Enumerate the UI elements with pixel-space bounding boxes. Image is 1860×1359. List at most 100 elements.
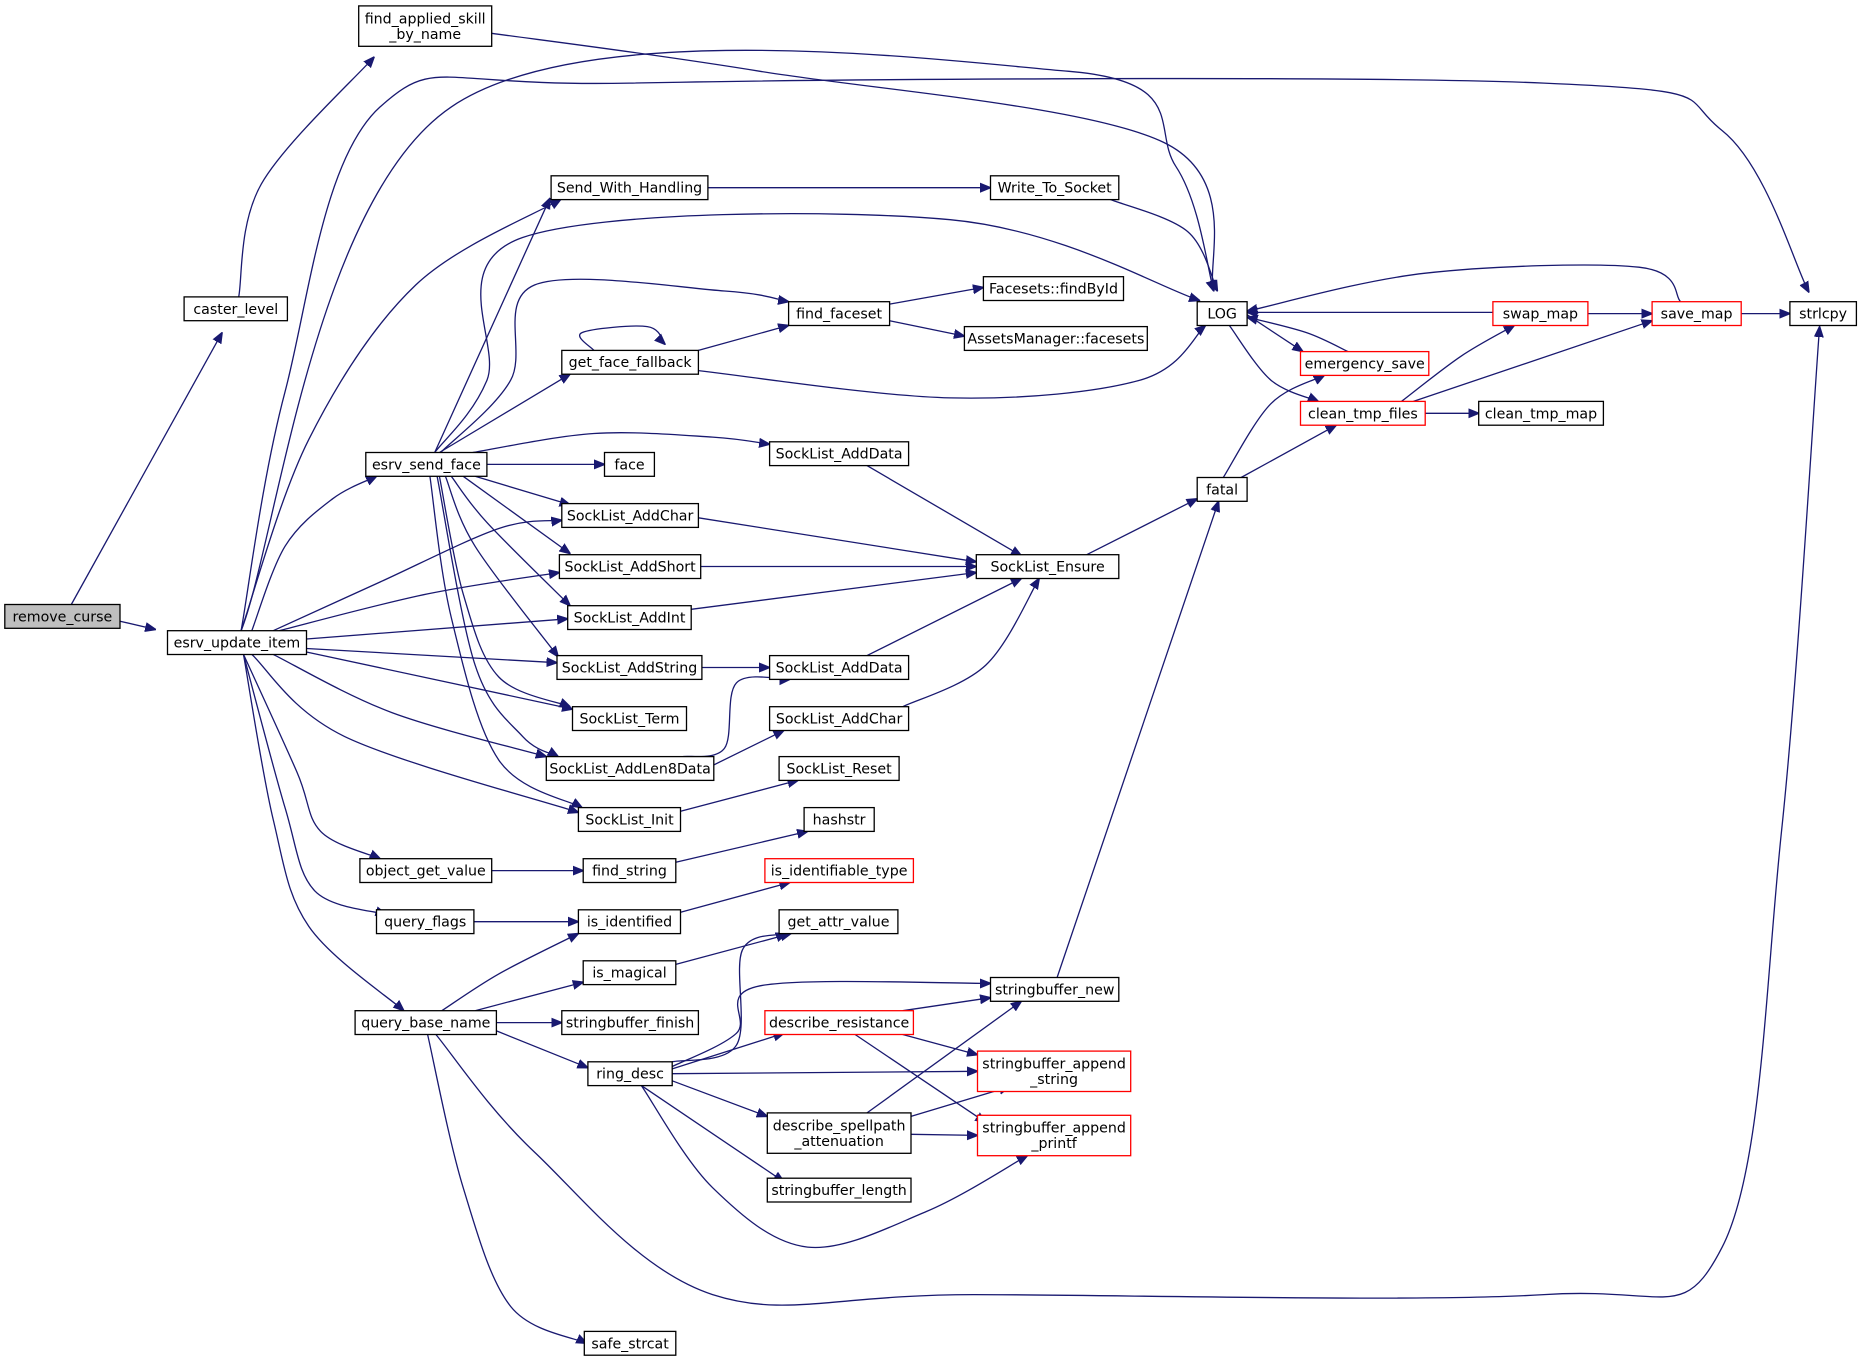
node-socklist-addlen8data[interactable]: SockList_AddLen8Data (545, 755, 715, 782)
edge-line (1222, 375, 1324, 478)
node-label: is_magical (592, 966, 666, 982)
node-describe-resistance[interactable]: describe_resistance (764, 1010, 915, 1036)
node-query-base-name[interactable]: query_base_name (354, 1010, 498, 1036)
edge-line (1086, 499, 1198, 556)
node-object-get-value[interactable]: object_get_value (359, 858, 493, 884)
edge-line (902, 1033, 978, 1055)
node-get-face-fallback[interactable]: get_face_fallback (561, 349, 700, 375)
node-describe-spellpath-attenuation[interactable]: describe_spellpath_attenuation (766, 1112, 912, 1154)
edge-esrv_update_item-to-SockList_Term (306, 651, 572, 709)
node-box (561, 349, 700, 375)
node-ring-desc[interactable]: ring_desc (587, 1061, 673, 1087)
node-label: stringbuffer_length (771, 1183, 906, 1199)
node-socklist-init[interactable]: SockList_Init (577, 806, 682, 833)
node-log[interactable]: LOG (1196, 301, 1248, 327)
node-stringbuffer-append-printf[interactable]: stringbuffer_append_printf (976, 1114, 1132, 1157)
node-caster-level[interactable]: caster_level (183, 296, 289, 322)
edge-esrv_send_face-to-SockList_AddShort (462, 475, 570, 553)
edge-line (440, 278, 789, 453)
node-socklist-reset[interactable]: SockList_Reset (778, 755, 900, 782)
edge-esrv_send_face-to-LOG (434, 213, 1200, 453)
node-clean-tmp-files[interactable]: clean_tmp_files (1299, 400, 1426, 426)
edge-esrv_update_item-to-query_base_name (242, 654, 404, 1010)
node-label: stringbuffer_new (995, 982, 1114, 998)
node-esrv-send-face[interactable]: esrv_send_face (365, 451, 488, 477)
edge-line (866, 578, 1021, 657)
node-box (766, 1112, 912, 1154)
edge-line (240, 200, 560, 631)
edge-clean_tmp_files-to-swap_map (1401, 325, 1515, 402)
edge-get_face_fallback-to-get_face_fallback (579, 325, 665, 351)
node-box (1651, 301, 1742, 327)
edge-line (242, 654, 387, 914)
edge-line (1413, 321, 1652, 403)
edge-find_applied_skill_by_name-to-LOG (491, 32, 1215, 291)
node-write-to-socket[interactable]: Write_To_Socket (989, 175, 1120, 201)
edge-line (436, 476, 558, 756)
edge-line (698, 517, 976, 562)
node-safe-strcat[interactable]: safe_strcat (583, 1330, 677, 1356)
node-remove-curse[interactable]: remove_curse (4, 603, 121, 629)
node-box (166, 630, 308, 656)
node-label: get_face_fallback (569, 355, 693, 371)
node-socklist-addstring[interactable]: SockList_AddString (556, 654, 703, 681)
node-clean-tmp-map[interactable]: clean_tmp_map (1478, 400, 1605, 426)
node-label: SockList_AddString (562, 661, 697, 677)
node-socklist-addchar-1[interactable]: SockList_AddChar (561, 502, 700, 529)
node-stringbuffer-finish[interactable]: stringbuffer_finish (561, 1010, 700, 1036)
edge-esrv_send_face-to-find_faceset (440, 278, 789, 453)
node-socklist-addint[interactable]: SockList_AddInt (567, 605, 692, 631)
node-label: save_map (1661, 307, 1733, 323)
edge-line (242, 654, 404, 1010)
node-is-magical[interactable]: is_magical (582, 960, 677, 986)
node-fatal[interactable]: fatal (1196, 476, 1248, 502)
node-box (583, 1330, 677, 1356)
edge-ring_desc-to-stringbuffer_append_string (672, 1071, 977, 1073)
edge-esrv_update_item-to-SockList_AddLen8Data (272, 653, 546, 756)
node-socklist-term[interactable]: SockList_Term (571, 706, 688, 732)
node-stringbuffer-new[interactable]: stringbuffer_new (989, 976, 1120, 1002)
node-query-flags[interactable]: query_flags (375, 909, 475, 935)
node-find-applied-skill-by-name[interactable]: find_applied_skill_by_name (358, 5, 493, 47)
node-box (577, 909, 682, 935)
node-save-map[interactable]: save_map (1651, 301, 1742, 327)
node-socklist-adddata-1[interactable]: SockList_AddData (768, 441, 910, 467)
node-face[interactable]: face (603, 451, 656, 477)
node-socklist-addshort[interactable]: SockList_AddShort (558, 554, 702, 580)
node-emergency-save[interactable]: emergency_save (1299, 350, 1430, 377)
edge-line (641, 1085, 784, 1182)
edge-line (680, 780, 799, 812)
node-swap-map[interactable]: swap_map (1492, 301, 1589, 327)
edge-ring_desc-to-describe_spellpath_attenuation (671, 1080, 767, 1117)
node-label: SockList_AddData (776, 661, 903, 677)
node-strlcpy[interactable]: strlcpy (1789, 301, 1858, 327)
node-stringbuffer-append-string[interactable]: stringbuffer_append_string (976, 1050, 1132, 1093)
node-esrv-update-item[interactable]: esrv_update_item (166, 630, 308, 656)
node-hashstr[interactable]: hashstr (803, 806, 875, 833)
node-get-attr-value[interactable]: get_attr_value (778, 909, 899, 935)
edge-find_string-to-hashstr (675, 831, 808, 863)
node-find-faceset[interactable]: find_faceset (787, 301, 891, 327)
node-send-with-handling[interactable]: Send_With_Handling (550, 175, 709, 201)
node-facesets-findbyid[interactable]: Facesets::findById (982, 276, 1125, 302)
edge-line (902, 578, 1039, 708)
node-socklist-ensure[interactable]: SockList_Ensure (975, 554, 1120, 580)
node-is-identifiable-type[interactable]: is_identifiable_type (764, 858, 915, 884)
edge-line (671, 981, 990, 1068)
edge-line (474, 982, 583, 1012)
edge-SockList_Init-to-SockList_Reset (680, 780, 799, 812)
node-box (768, 706, 910, 732)
node-box (976, 1114, 1132, 1157)
node-label: emergency_save (1305, 356, 1425, 372)
node-socklist-adddata-2[interactable]: SockList_AddData (768, 654, 910, 681)
edge-line (1056, 501, 1219, 978)
node-assetsmanager-facesets[interactable]: AssetsManager::facesets (963, 325, 1148, 352)
node-is-identified[interactable]: is_identified (577, 909, 682, 935)
node-find-string[interactable]: find_string (582, 858, 677, 884)
edge-line (1247, 317, 1349, 353)
node-stringbuffer-length[interactable]: stringbuffer_length (766, 1177, 912, 1203)
node-label: find_string (592, 864, 667, 880)
edge-line (238, 57, 374, 298)
node-socklist-addchar-2[interactable]: SockList_AddChar (768, 706, 910, 732)
